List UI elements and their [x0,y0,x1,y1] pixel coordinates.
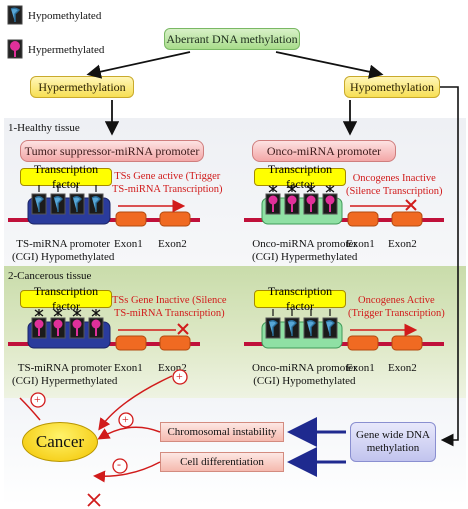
cancer-right-exon2-label: Exon2 [388,362,417,374]
hypomethylated-icon [31,185,47,215]
hypermethylated-icon [303,185,319,215]
cancer-right-note: Oncogenes Active(Trigger Transcription) [348,295,445,319]
legend-hypermethylated: Hypermethylated [28,44,105,56]
plus-text-3: + [122,412,129,426]
hypomethylated-icon [265,309,281,339]
hypomethylated-icon [50,185,66,215]
markers-healthy-left [31,185,104,215]
healthy-right-exon1-label: Exon1 [346,238,375,250]
hypomethylated-icon [88,185,104,215]
red-cross [87,493,101,507]
hypomethylated-icon [322,309,338,339]
red-line-left [19,397,41,421]
hypomethylated-icon [284,309,300,339]
minus-text: - [117,457,121,471]
hypermethylated-icon [7,39,23,59]
cancer-ellipse: Cancer [22,422,98,462]
hypermethylated-icon [322,185,338,215]
markers-cancer-left [31,309,104,339]
markers-cancer-right [265,309,338,339]
connector-to-gene-wide [440,86,459,447]
healthy-left-caption: TS-miRNA promoter(CGI) Hypomethylated [12,238,115,263]
hypomethylated-icon [303,309,319,339]
aberrant-dna-methylation-box: Aberrant DNA methylation [164,28,300,50]
hypermethylated-icon [69,309,85,339]
hypermethylation-box: Hypermethylation [30,76,134,98]
plus-text-1: + [176,369,183,383]
red-arrow-from-chromosomal [97,426,161,440]
cancer-right-gene [244,321,444,351]
hypomethylation-box: Hypomethylation [344,76,440,98]
healthy-right-exon2-label: Exon2 [388,238,417,250]
arrow-to-hypomethylation [275,51,384,79]
arrow-to-hypermethylation [86,51,191,79]
hypermethylated-icon [50,309,66,339]
hypermethylated-icon [88,309,104,339]
healthy-right-caption: Onco-miRNA promoter(CGI) Hypermethylated [252,238,358,263]
tumor-suppressor-promoter-box: Tumor suppressor-miRNA promoter [20,140,204,162]
cancerous-section-title: 2-Cancerous tissue [8,270,92,282]
hypermethylated-icon [265,185,281,215]
legend-hypomethylated: Hypomethylated [28,10,102,22]
minus-sign [112,458,128,474]
chromosomal-instability-box: Chromosomal instability [160,422,284,442]
healthy-exon2-label: Exon2 [158,238,187,250]
red-arrow-from-cancer-tissue [98,375,173,431]
healthy-right-gene [244,197,444,227]
hypomethylated-icon [69,185,85,215]
red-arrow-from-differentiation [93,461,161,483]
plus-sign-3 [118,412,134,428]
cell-differentiation-box: Cell differentiation [160,452,284,472]
healthy-right-note: Oncogenes Inactive(Silence Transcription… [346,173,443,197]
plus-sign-2 [30,392,46,408]
cancer-right-exon1-label: Exon1 [346,362,375,374]
cancer-exon1-label: Exon1 [114,362,143,374]
plus-sign-1 [172,369,188,385]
onco-mirna-promoter-box: Onco-miRNA promoter [252,140,396,162]
plus-text-2: + [34,392,41,406]
hypomethylated-icon [7,5,23,25]
cancer-left-caption: TS-miRNA promoter(CGI) Hypermethylated [12,362,118,387]
healthy-exon1-label: Exon1 [114,238,143,250]
markers-healthy-right [265,185,338,215]
cancer-right-caption: Onco-miRNA promoter(CGI) Hypomethylated [252,362,357,387]
healthy-section-title: 1-Healthy tissue [8,122,80,134]
hypermethylated-icon [31,309,47,339]
hypermethylated-icon [284,185,300,215]
